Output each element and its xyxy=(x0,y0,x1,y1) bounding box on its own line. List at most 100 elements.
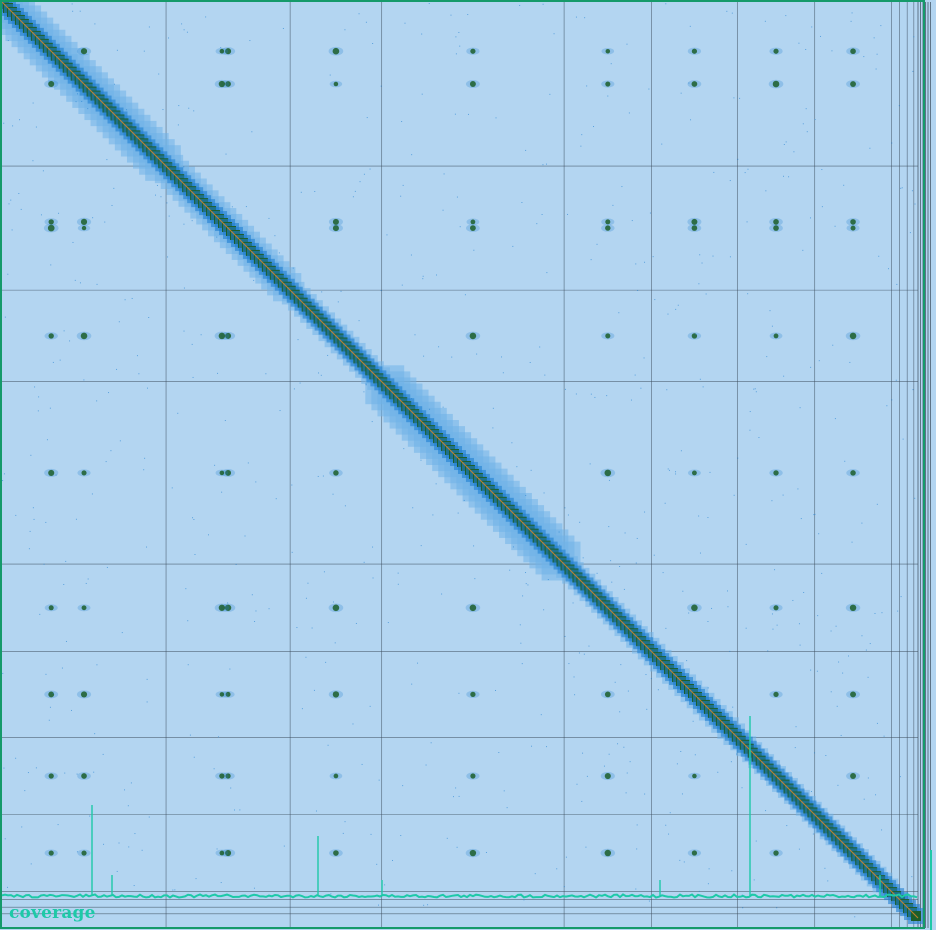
contact-spot xyxy=(80,218,88,225)
noise-speck xyxy=(914,497,916,499)
noise-speck xyxy=(668,469,670,471)
contact-spot xyxy=(470,691,476,698)
noise-speck xyxy=(764,20,766,22)
noise-speck xyxy=(771,325,773,327)
noise-speck xyxy=(802,249,804,251)
noise-speck xyxy=(838,661,840,663)
noise-speck xyxy=(119,440,121,442)
contact-spot xyxy=(605,48,611,54)
noise-speck xyxy=(739,97,741,99)
noise-speck xyxy=(755,840,757,842)
noise-speck xyxy=(52,692,54,694)
noise-speck xyxy=(251,594,253,596)
noise-speck xyxy=(372,546,374,548)
noise-speck xyxy=(754,388,756,390)
noise-speck xyxy=(712,255,714,257)
noise-speck xyxy=(225,153,227,155)
noise-speck xyxy=(314,190,316,192)
noise-speck xyxy=(689,25,691,27)
noise-speck xyxy=(282,27,284,29)
noise-speck xyxy=(94,23,96,25)
noise-speck xyxy=(378,779,380,781)
noise-speck xyxy=(547,579,549,581)
noise-speck xyxy=(596,243,598,245)
noise-speck xyxy=(108,392,110,394)
noise-speck xyxy=(644,261,646,263)
noise-speck xyxy=(886,405,888,407)
contact-spot xyxy=(773,850,779,856)
noise-speck xyxy=(384,884,386,886)
noise-speck xyxy=(586,775,588,777)
noise-speck xyxy=(239,809,241,811)
noise-speck xyxy=(344,821,346,823)
noise-speck xyxy=(455,36,457,38)
contact-spot xyxy=(772,80,780,88)
noise-speck xyxy=(536,223,538,225)
noise-speck xyxy=(464,294,466,296)
noise-speck xyxy=(92,217,94,219)
noise-speck xyxy=(887,268,889,270)
contact-spot xyxy=(80,48,88,55)
noise-speck xyxy=(769,310,771,312)
noise-speck xyxy=(423,904,425,906)
noise-speck xyxy=(695,334,697,336)
noise-speck xyxy=(594,396,596,398)
noise-speck xyxy=(680,92,682,94)
noise-speck xyxy=(369,705,371,707)
noise-speck xyxy=(63,330,65,332)
contact-spot xyxy=(332,47,340,55)
noise-speck xyxy=(727,606,729,608)
noise-speck xyxy=(148,816,150,818)
noise-speck xyxy=(423,355,425,357)
contact-spot xyxy=(605,219,611,225)
noise-speck xyxy=(332,493,334,495)
noise-speck xyxy=(193,519,195,521)
noise-speck xyxy=(189,734,191,736)
noise-speck xyxy=(45,521,47,523)
noise-speck xyxy=(191,220,193,222)
noise-speck xyxy=(498,752,500,754)
noise-speck xyxy=(824,867,826,869)
noise-speck xyxy=(586,85,588,87)
noise-speck xyxy=(292,267,294,269)
noise-speck xyxy=(664,502,666,504)
noise-speck xyxy=(539,346,541,348)
noise-speck xyxy=(103,843,105,845)
noise-speck xyxy=(87,108,89,110)
contact-spot xyxy=(850,773,857,779)
contact-spot xyxy=(218,80,226,88)
noise-speck xyxy=(193,756,195,758)
noise-speck xyxy=(255,481,257,483)
noise-speck xyxy=(680,450,682,452)
noise-speck xyxy=(820,35,822,37)
noise-speck xyxy=(610,560,612,562)
noise-speck xyxy=(456,846,458,848)
noise-speck xyxy=(422,275,424,277)
noise-speck xyxy=(742,907,744,909)
noise-speck xyxy=(378,904,380,906)
noise-speck xyxy=(221,491,223,493)
noise-speck xyxy=(503,790,505,792)
noise-speck xyxy=(455,787,457,789)
noise-speck xyxy=(688,82,690,84)
noise-speck xyxy=(788,176,790,178)
noise-speck xyxy=(830,630,832,632)
noise-speck xyxy=(183,330,185,332)
noise-speck xyxy=(435,483,437,485)
noise-speck xyxy=(305,656,307,658)
noise-speck xyxy=(386,234,388,236)
noise-speck xyxy=(814,752,816,754)
noise-speck xyxy=(3,767,5,769)
noise-speck xyxy=(661,143,663,145)
noise-speck xyxy=(30,454,32,456)
noise-speck xyxy=(205,16,207,18)
noise-speck xyxy=(567,514,569,516)
noise-speck xyxy=(581,134,583,136)
noise-speck xyxy=(50,264,52,266)
noise-speck xyxy=(133,885,135,887)
noise-speck xyxy=(275,498,277,500)
noise-speck xyxy=(806,131,808,133)
noise-speck xyxy=(511,442,513,444)
